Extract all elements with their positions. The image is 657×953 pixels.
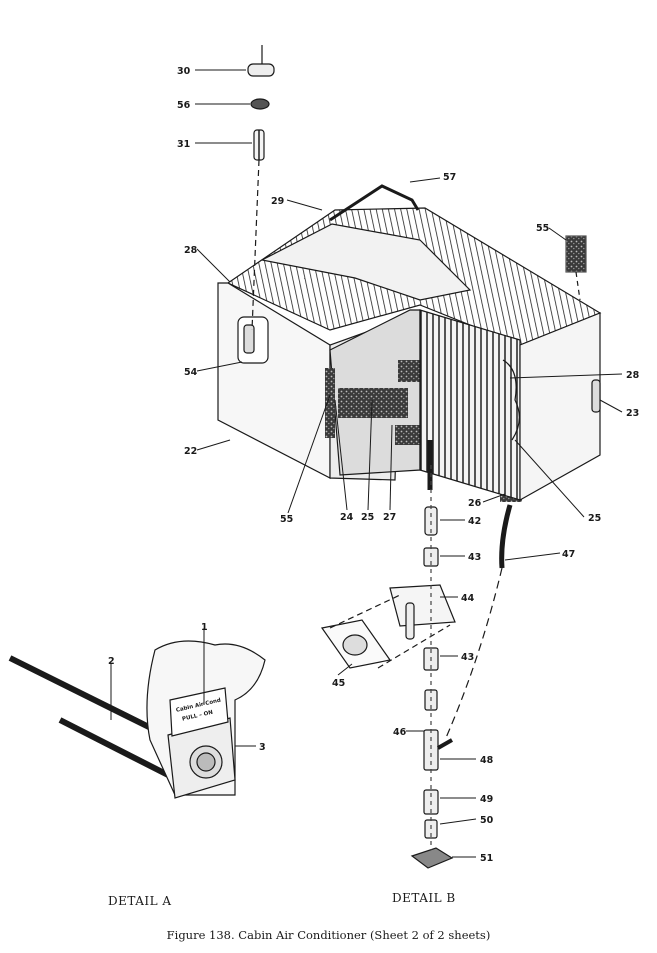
top-tube: [329, 184, 420, 222]
drain-51: [410, 847, 454, 869]
foam-seal-c: [398, 360, 420, 382]
case-right-side: [519, 312, 601, 502]
callout-55-top: 55: [536, 223, 549, 234]
detail-b-label: DETAIL B: [392, 891, 456, 905]
callout-23: 23: [626, 408, 639, 419]
valve-lever: [405, 602, 415, 640]
callout-44: 44: [461, 593, 475, 604]
callout-49: 49: [480, 794, 493, 805]
callout-28-right: 28: [626, 370, 640, 381]
callout-27: 27: [383, 512, 396, 523]
gasket-leader-2: [377, 624, 451, 669]
callout-51: 51: [480, 853, 493, 864]
drain-tube: [499, 504, 513, 569]
callout-50: 50: [480, 815, 494, 826]
main-unit: [217, 184, 602, 569]
callout-42: 42: [468, 516, 481, 527]
washer-56: [250, 98, 270, 110]
callout-56: 56: [177, 100, 191, 111]
gasket-leader-1: [329, 594, 401, 629]
bolt-31: [253, 129, 265, 161]
detail-b-assembly: [320, 465, 503, 869]
placard-1: [169, 687, 229, 737]
filter-55: [565, 235, 587, 273]
latch-hole: [243, 324, 255, 354]
callout-45: 45: [332, 678, 345, 689]
tee-48-branch: [437, 738, 453, 750]
case-right-edge: [502, 359, 520, 441]
callout-57: 57: [443, 172, 456, 183]
callout-43-lower: 43: [461, 652, 474, 663]
callout-47: 47: [562, 549, 575, 560]
hose-47-leader: [444, 567, 503, 741]
detail-a-label: DETAIL A: [108, 894, 172, 908]
foam-seal-d: [395, 425, 425, 445]
callout-31: 31: [177, 139, 190, 150]
gasket-45-hole: [342, 634, 368, 656]
control-knob-3-face: [196, 752, 216, 772]
valve-plate-44: [389, 584, 456, 627]
foam-seal-a: [325, 368, 335, 438]
callout-46: 46: [393, 727, 407, 738]
callout-leaders: [110, 69, 623, 858]
callout-30: 30: [177, 66, 191, 77]
condenser-fins: [419, 309, 521, 501]
callout-24: 24: [340, 512, 354, 523]
callout-54: 54: [184, 367, 198, 378]
detail-a-assembly: [8, 628, 266, 799]
callout-22: 22: [184, 446, 197, 457]
side-handle: [591, 379, 601, 413]
foam-seal-b: [338, 388, 408, 418]
filter-leader: [575, 271, 581, 301]
callout-28-left: 28: [184, 245, 198, 256]
cable-2-inner: [58, 717, 172, 779]
callout-3: 3: [259, 742, 266, 753]
callout-26: 26: [468, 498, 482, 509]
callout-48: 48: [480, 755, 494, 766]
callout-43-upper: 43: [468, 552, 481, 563]
bolt-leader: [251, 159, 260, 331]
callout-55-bottom: 55: [280, 514, 293, 525]
cable-2: [8, 655, 167, 738]
callout-2: 2: [108, 656, 115, 667]
callout-25-right: 25: [588, 513, 601, 524]
callout-labels: 30 56 31 57 29 55 28 54 22 55 24 25 27 2…: [108, 66, 640, 864]
top-panel: [260, 223, 472, 301]
callout-1: 1: [201, 622, 208, 633]
callout-29: 29: [271, 196, 284, 207]
pin-30: [247, 63, 275, 77]
callout-25-left: 25: [361, 512, 374, 523]
hardware-top: [247, 45, 587, 331]
figure-caption: Figure 138. Cabin Air Conditioner (Sheet…: [166, 928, 491, 942]
